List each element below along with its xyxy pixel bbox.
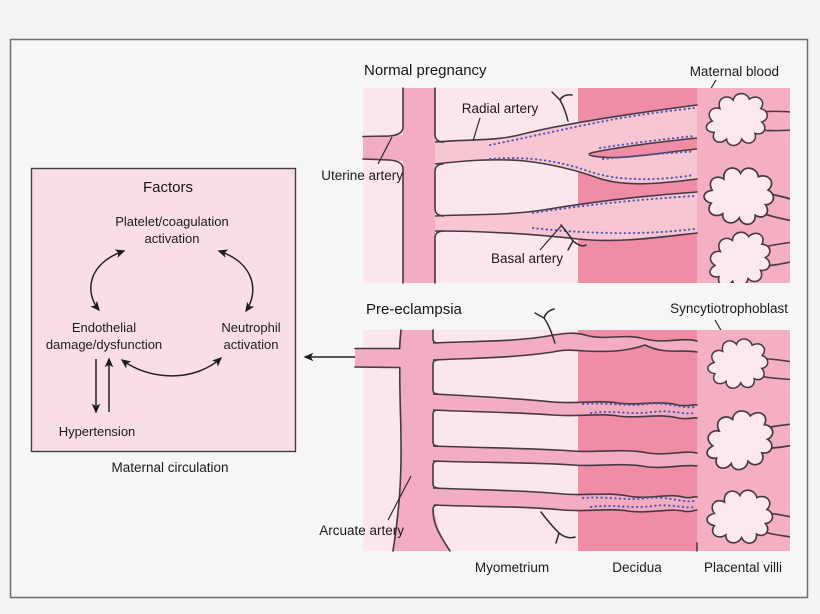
factors-caption: Maternal circulation	[111, 460, 228, 475]
preeclampsia-figure	[354, 308, 790, 552]
normal-villi-group	[698, 92, 790, 283]
radial-artery-twig	[551, 91, 573, 122]
node-neutrophil-line2: activation	[224, 337, 279, 352]
label-decidua: Decidua	[612, 560, 662, 575]
trophoblast-dots	[581, 496, 696, 503]
node-neutrophil-line1: Neutrophil	[221, 320, 280, 335]
node-hypertension: Hypertension	[59, 424, 136, 439]
arrow-endothelial-platelet	[90, 249, 126, 312]
factors-panel: Factors Platelet/coagulation activation …	[30, 167, 297, 475]
label-syncytiotrophoblast: Syncytiotrophoblast	[670, 301, 788, 316]
label-myometrium: Myometrium	[475, 560, 549, 575]
label-maternal-blood: Maternal blood	[690, 64, 779, 79]
label-placental-villi: Placental villi	[704, 560, 782, 575]
pree-villi-group	[701, 334, 790, 550]
pointer-uterine-artery	[377, 136, 393, 165]
pree-arcuate-artery	[355, 330, 450, 551]
label-arcuate-artery: Arcuate artery	[319, 523, 404, 538]
trophoblast-dots	[601, 150, 696, 161]
label-uterine-artery: Uterine artery	[321, 168, 403, 183]
pointer-basal-artery	[539, 225, 562, 251]
trophoblast-dots	[598, 134, 696, 150]
label-basal-artery: Basal artery	[491, 251, 563, 266]
trophoblast-dots	[589, 504, 696, 509]
label-radial-artery: Radial artery	[462, 101, 539, 116]
basal-artery-twig	[560, 224, 587, 251]
normal-spiral-artery-upper	[435, 105, 697, 184]
arrow-endothelial-neutrophil	[120, 357, 223, 377]
trophoblast-dots	[488, 157, 696, 181]
trophoblast-dots	[589, 410, 696, 415]
normal-pregnancy-figure	[362, 87, 790, 284]
pree-decidua-zone	[578, 330, 697, 551]
trophoblast-dots	[581, 402, 696, 409]
pree-bottom-twig	[540, 511, 576, 544]
pree-top-twig	[534, 308, 556, 344]
trophoblast-dots	[531, 194, 696, 215]
pree-narrow-branches	[432, 332, 698, 513]
arrow-platelet-neutrophil	[217, 249, 255, 313]
preeclampsia-title: Pre-eclampsia	[366, 301, 463, 318]
pointer-arcuate-artery	[387, 475, 412, 521]
node-endothelial-line2: damage/dysfunction	[46, 337, 162, 352]
pointer-radial-artery	[472, 117, 481, 142]
factors-box	[30, 167, 297, 453]
normal-title: Normal pregnancy	[364, 62, 487, 79]
factors-title: Factors	[143, 179, 193, 196]
node-platelet-line2: activation	[145, 231, 200, 246]
node-endothelial-line1: Endothelial	[72, 320, 136, 335]
normal-myometrium-zone	[363, 88, 578, 283]
node-platelet-line1: Platelet/coagulation	[115, 214, 228, 229]
normal-basal-artery	[435, 192, 697, 241]
trophoblast-dots	[531, 226, 696, 235]
